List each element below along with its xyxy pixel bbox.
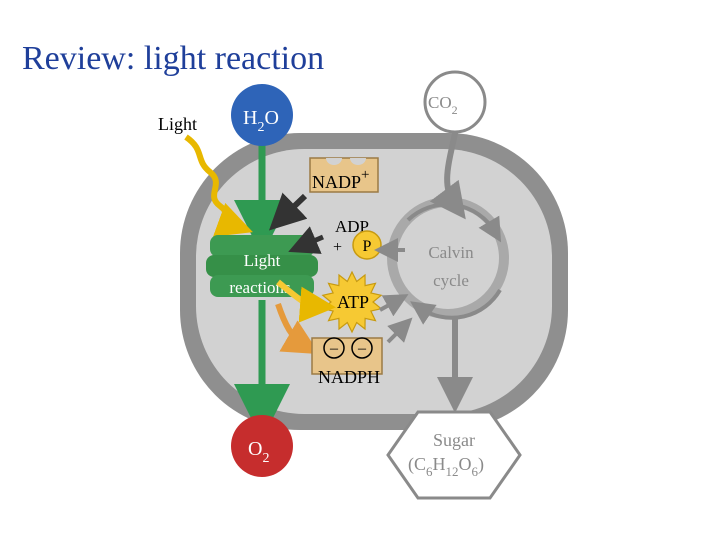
electron-minus: – — [329, 340, 339, 357]
atp-to-calvin-arrow — [379, 294, 409, 317]
calvin-cycle-arrow — [410, 288, 502, 325]
nadp-label: NADP+ — [312, 167, 369, 192]
sugar-formula: (C6H12O6) — [408, 454, 484, 479]
electron-circle — [323, 337, 345, 359]
water-molecule — [231, 84, 293, 146]
electron-circle — [351, 337, 373, 359]
light-label: Light — [158, 114, 197, 134]
light-wave — [184, 134, 253, 237]
light-reactions-label: Light — [244, 251, 281, 270]
light-reactions-label: reactions — [229, 278, 290, 297]
phosphate-label: P — [363, 238, 372, 255]
nadph-label: NADPH — [318, 367, 380, 387]
adp-arrow — [288, 226, 324, 254]
nadp-tray-notch — [326, 158, 366, 165]
atp-arrow — [276, 279, 336, 323]
sugar-label: Sugar — [433, 430, 475, 450]
sugar-hexagon — [386, 410, 522, 500]
co2-label: CO2 — [428, 93, 458, 117]
calvin-cycle-label: cycle — [433, 271, 469, 290]
adp-label: ADP — [335, 217, 369, 236]
plus-sign: + — [333, 239, 342, 256]
page-title: Review: light reaction — [22, 40, 325, 77]
water-label: H2O — [243, 107, 279, 135]
atp-label: ATP — [337, 292, 369, 312]
nadph-to-calvin-arrow — [386, 317, 413, 344]
electron-minus: – — [357, 340, 367, 357]
nadp-arrow — [268, 192, 308, 231]
co2-arrow — [429, 127, 466, 220]
thylakoid-stack — [206, 235, 318, 297]
oxygen-label: O2 — [248, 438, 269, 466]
calvin-cycle-label: Calvin — [428, 243, 474, 262]
co2-molecule — [423, 70, 487, 134]
nadph-arrow — [275, 303, 320, 355]
oxygen-molecule — [231, 415, 293, 477]
